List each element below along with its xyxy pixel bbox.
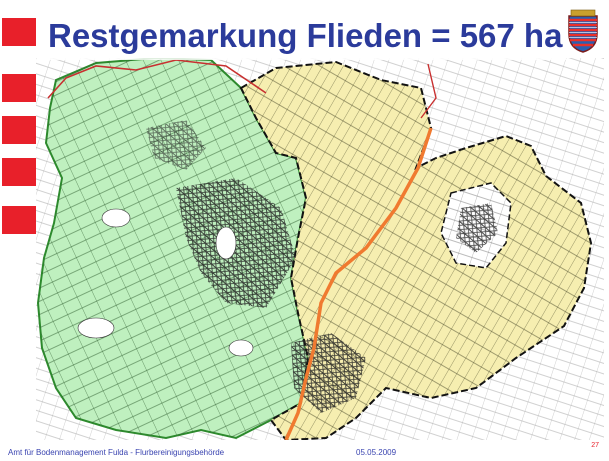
bullet-marker [2, 116, 36, 144]
bullet-marker [2, 206, 36, 234]
bullet-marker [2, 158, 36, 186]
page-number: 27 [591, 442, 599, 449]
slide-title: Restgemarkung Flieden = 567 ha [48, 12, 567, 60]
bullet-marker [2, 18, 36, 46]
footer-organization: Amt für Bodenmanagement Fulda - Flurbere… [8, 448, 225, 457]
hessen-coat-of-arms-icon [565, 8, 601, 54]
cadastral-map [36, 58, 604, 440]
bullet-marker [2, 74, 36, 102]
footer-date: 05.05.2009 [356, 448, 397, 457]
